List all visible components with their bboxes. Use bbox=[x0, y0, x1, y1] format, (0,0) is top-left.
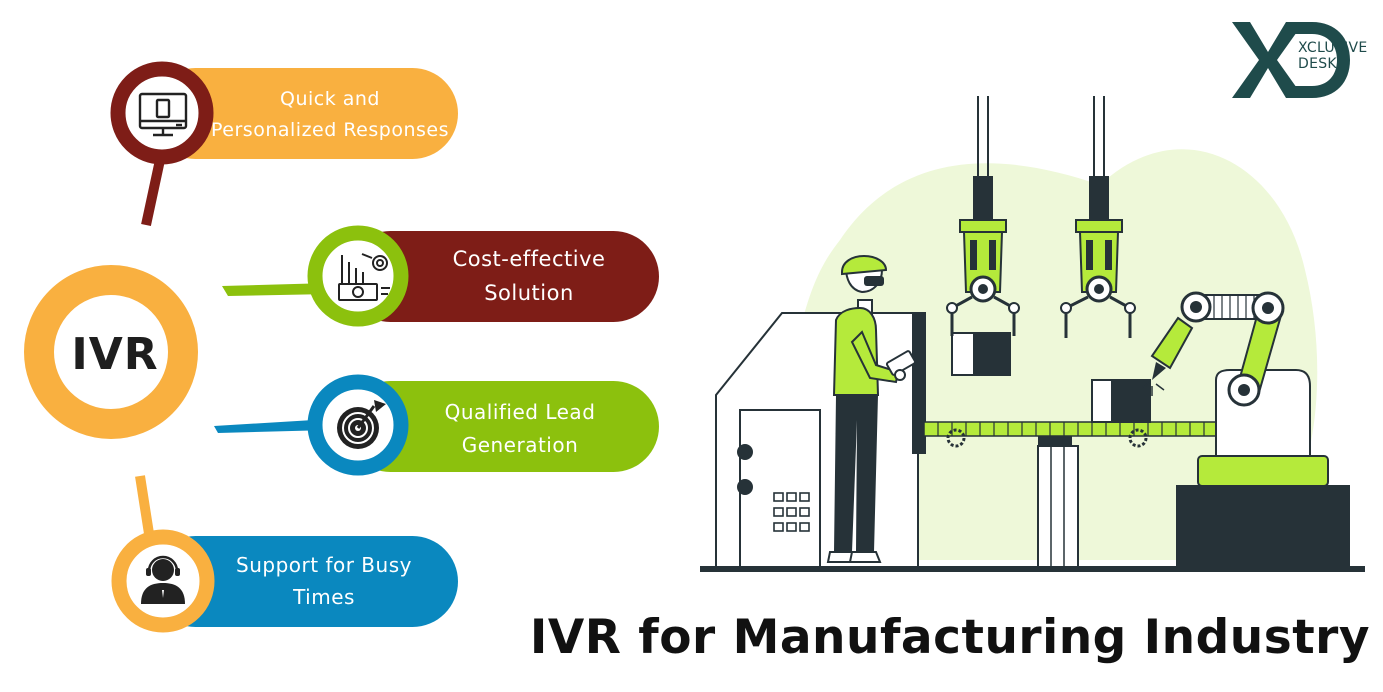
feature-line: Cost-effective bbox=[452, 247, 606, 271]
support-agent-icon bbox=[141, 555, 185, 604]
claw-arm-left bbox=[946, 96, 1020, 336]
conveyor-belt bbox=[923, 421, 1225, 569]
pill-lead-generation bbox=[345, 381, 659, 472]
target-icon bbox=[337, 400, 386, 449]
feature-text-support: Support for Busy Times bbox=[210, 549, 438, 613]
connector-top bbox=[141, 158, 165, 227]
monitor-icon bbox=[138, 92, 188, 137]
pill-busy-times bbox=[150, 536, 458, 627]
robotic-arm bbox=[1141, 291, 1350, 568]
feature-line: Personalized Responses bbox=[211, 119, 449, 141]
feature-text-quick: Quick and Personalized Responses bbox=[208, 84, 452, 146]
floor-line bbox=[700, 566, 1365, 572]
connector-bottom bbox=[135, 475, 155, 541]
connector-cost bbox=[222, 283, 330, 296]
worker-figure bbox=[826, 254, 917, 563]
box-held bbox=[951, 332, 1011, 376]
feature-line: Qualified Lead bbox=[444, 400, 596, 424]
icon-circle-cost bbox=[307, 225, 409, 327]
background-blob bbox=[788, 149, 1318, 560]
claw-arm-right bbox=[1060, 96, 1136, 338]
feature-line: Solution bbox=[484, 281, 574, 305]
feature-line: Times bbox=[293, 585, 355, 609]
left-machine bbox=[715, 312, 926, 569]
ivr-ring bbox=[24, 265, 198, 439]
feature-text-cost: Cost-effective Solution bbox=[404, 242, 654, 310]
pill-cost-effective bbox=[345, 231, 659, 322]
feature-line: Quick and bbox=[279, 88, 380, 110]
feature-text-lead: Qualified Lead Generation bbox=[404, 396, 636, 462]
feature-line: Generation bbox=[461, 433, 579, 457]
logo-text-line1: XCLUSIVE bbox=[1298, 40, 1368, 56]
box-on-conveyor bbox=[1091, 379, 1151, 423]
pill-quick-responses bbox=[150, 68, 458, 159]
money-chart-icon bbox=[338, 253, 390, 301]
logo-text-line2: DESK bbox=[1298, 56, 1337, 72]
connector-lead bbox=[214, 419, 330, 433]
feature-line: Support for Busy bbox=[236, 553, 412, 577]
page-title: IVR for Manufacturing Industry bbox=[529, 610, 1370, 665]
ivr-center-label: IVR bbox=[71, 329, 159, 380]
icon-circle-quick bbox=[110, 61, 214, 165]
